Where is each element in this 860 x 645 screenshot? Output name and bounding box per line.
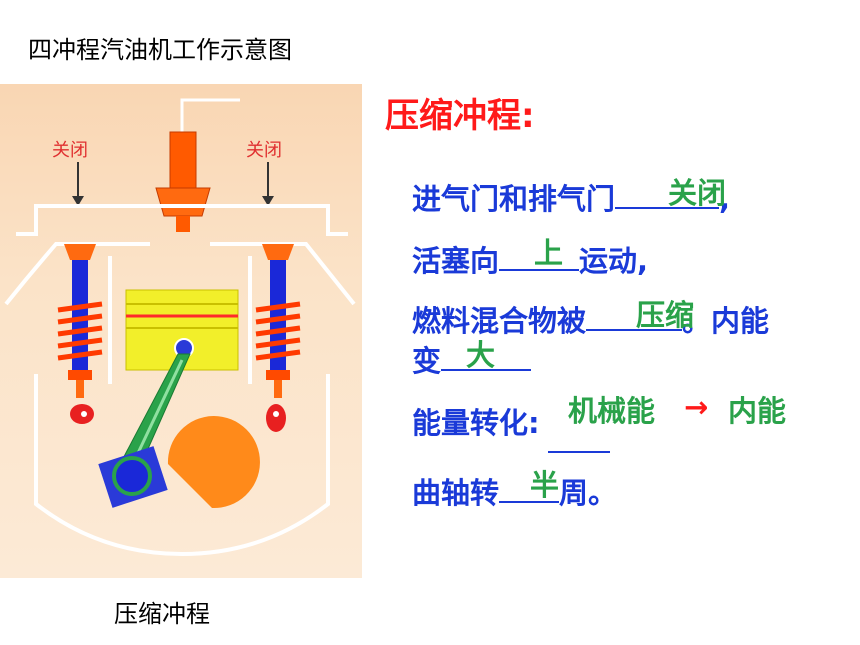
spark-plug-tip [176,216,190,232]
energy-arrow: → [684,390,709,424]
q2-answer: 上 [534,236,564,270]
intake-valve-retainer [68,370,92,380]
question-line-5: 曲轴转 周。 [412,470,617,512]
spark-plug-wire [180,98,240,132]
crankcase [34,374,330,557]
q3b-answer: 大 [466,338,496,372]
q5-prefix: 曲轴转 [412,476,500,510]
arrow-left-head [72,196,84,206]
q5-blank [499,500,560,503]
q3-blank [586,328,683,331]
exhaust-valve-spring [255,301,301,361]
q3b-blank [441,368,532,371]
intake-valve-tappet [76,380,84,398]
valve-left-label: 关闭 [52,140,88,161]
spark-plug-base [155,187,211,217]
section-title: 压缩冲程: [385,96,535,136]
exhaust-valve-retainer [266,370,290,380]
q5-suffix: 周。 [559,476,618,510]
q3-suffix: 。内能 [682,304,770,338]
engine-diagram-svg: 关闭 关闭 [4,98,356,557]
q4-answer-left: 机械能 [568,394,656,428]
question-line-1: 进气门和排气门, [412,176,730,218]
arrow-right-head [262,196,274,206]
figure-caption: 压缩冲程 [114,600,210,628]
q4-prefix: 能量转化: [412,406,540,440]
crank-counterweight [167,416,260,509]
cylinder-head-outer [16,204,348,236]
crank-pin [112,456,152,496]
exhaust-cam [266,404,286,432]
q1-prefix: 进气门和排气门 [412,182,616,216]
question-line-2: 活塞向 运动, [412,238,648,280]
q3b-prefix: 变 [412,344,442,378]
intake-valve-head [64,244,96,260]
exhaust-valve-tappet [274,380,282,398]
intake-valve-spring [57,301,103,361]
q3-prefix: 燃料混合物被 [412,304,587,338]
spark-plug [169,131,197,189]
q4-answer-right: 内能 [728,394,787,428]
page-title: 四冲程汽油机工作示意图 [28,36,292,64]
q2-prefix: 活塞向 [412,244,500,278]
engine-diagram: 关闭 关闭 [0,84,362,578]
q2-blank [499,268,580,271]
valve-right-label: 关闭 [246,140,282,161]
exhaust-valve-head [262,244,294,260]
cylinder-head-inner [4,242,356,306]
question-line-3: 燃料混合物被 。内能 [412,298,769,340]
q1-blank [615,206,720,209]
q5-answer: 半 [530,468,560,502]
q3-answer: 压缩 [636,298,695,332]
question-line-4: 能量转化: [412,400,610,453]
q4-blank [547,450,610,453]
q1-suffix: , [719,182,731,216]
q2-suffix: 运动, [579,244,649,278]
q1-answer: 关闭 [668,176,727,210]
question-line-3b: 变 [412,338,532,380]
